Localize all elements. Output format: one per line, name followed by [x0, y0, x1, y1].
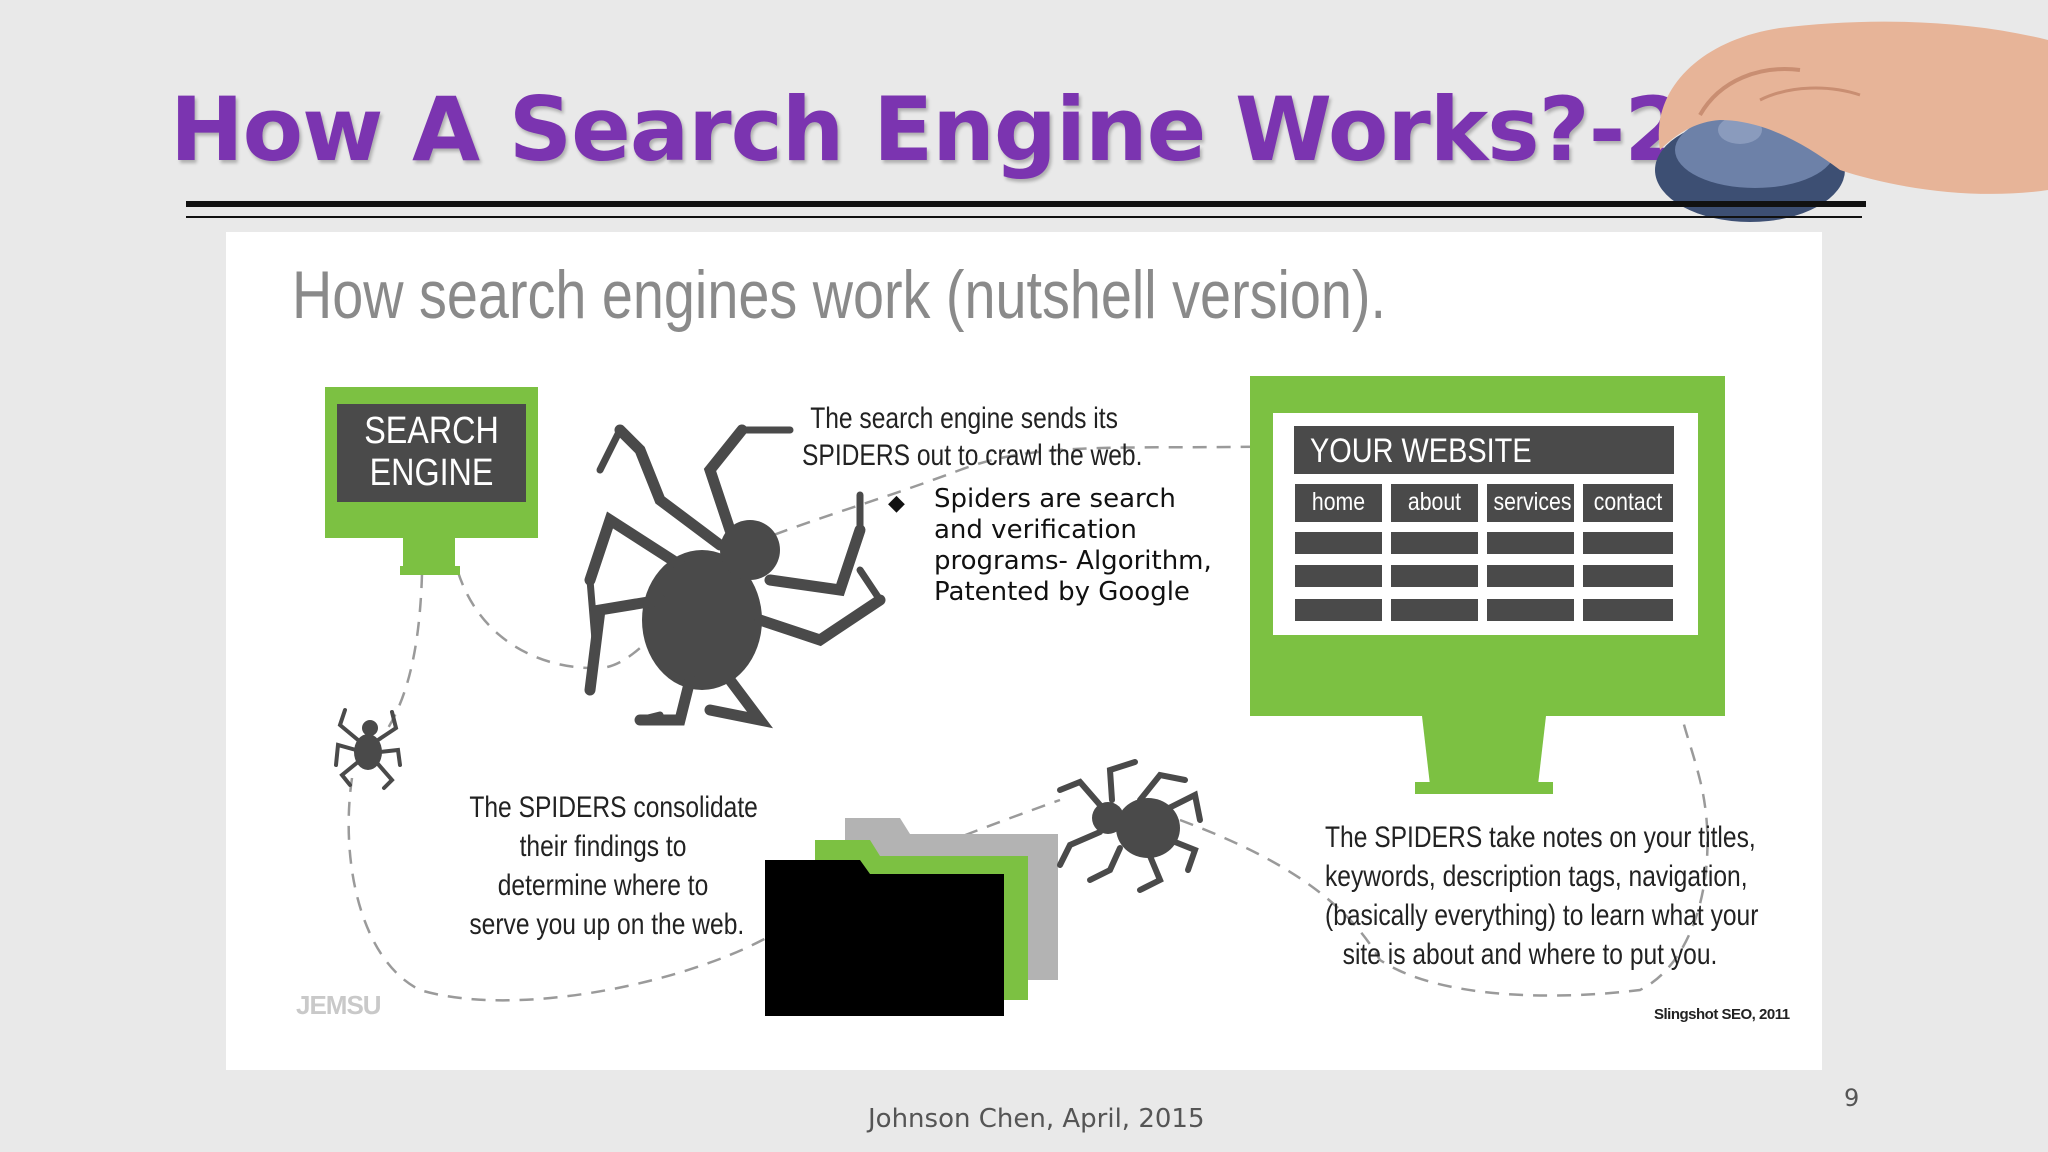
- nav-contact: contact: [1593, 488, 1663, 516]
- step2-text-line: site is about and where to put you.: [1342, 938, 1718, 971]
- jemsu-logo: JEMSU: [296, 990, 382, 1020]
- website-nav-bar: [1295, 484, 1673, 522]
- title-rule-thin: [186, 216, 1862, 218]
- title-rule-thick: [186, 201, 1866, 207]
- step3-text-line: serve you up on the web.: [469, 908, 745, 941]
- step2-text-line: keywords, description tags, navigation,: [1325, 860, 1748, 893]
- spider-icon: [334, 708, 402, 790]
- slide-title: How A Search Engine Works?-2: [170, 78, 1685, 181]
- slide-footer: Johnson Chen, April, 2015: [868, 1104, 1205, 1134]
- nav-services: services: [1493, 488, 1572, 516]
- page-number: 9: [1844, 1084, 1860, 1112]
- search-engine-monitor-icon: [325, 387, 538, 575]
- step2-text: The SPIDERS take notes on your titles, k…: [1325, 818, 1759, 974]
- spider-icon: [1057, 759, 1203, 893]
- step1-text-line: The search engine sends its: [810, 402, 1118, 435]
- step3-text: The SPIDERS consolidate their findings t…: [469, 788, 758, 944]
- nav-about: about: [1407, 488, 1462, 516]
- bullet-line: Spiders are search: [934, 484, 1176, 514]
- folder-icon: [765, 818, 1058, 1016]
- website-content-blocks: [1295, 532, 1673, 621]
- bullet-line: Patented by Google: [934, 577, 1190, 607]
- search-engine-label: SEARCH ENGINE: [351, 410, 512, 494]
- diamond-bullet-icon: ◆: [888, 491, 905, 516]
- step2-text-line: (basically everything) to learn what you…: [1325, 899, 1759, 932]
- search-engine-label-line: SEARCH: [364, 410, 499, 452]
- step2-text-line: The SPIDERS take notes on your titles,: [1325, 821, 1756, 854]
- step3-text-line: determine where to: [497, 869, 709, 902]
- bullet-line: programs- Algorithm,: [934, 546, 1212, 576]
- step1-text: The search engine sends its SPIDERS out …: [802, 400, 1142, 474]
- infographic-title: How search engines work (nutshell versio…: [292, 257, 1386, 333]
- step1-text-line: SPIDERS out to crawl the web.: [802, 439, 1143, 472]
- bullet-line: and verification: [934, 515, 1137, 545]
- step3-text-line: their findings to: [519, 830, 687, 863]
- nav-home: home: [1311, 488, 1366, 516]
- step3-text-line: The SPIDERS consolidate: [469, 791, 758, 824]
- spider-icon: [584, 424, 886, 729]
- image-credit: Slingshot SEO, 2011: [1654, 1006, 1790, 1023]
- website-label: YOUR WEBSITE: [1310, 432, 1532, 470]
- search-engine-label-line: ENGINE: [369, 452, 494, 494]
